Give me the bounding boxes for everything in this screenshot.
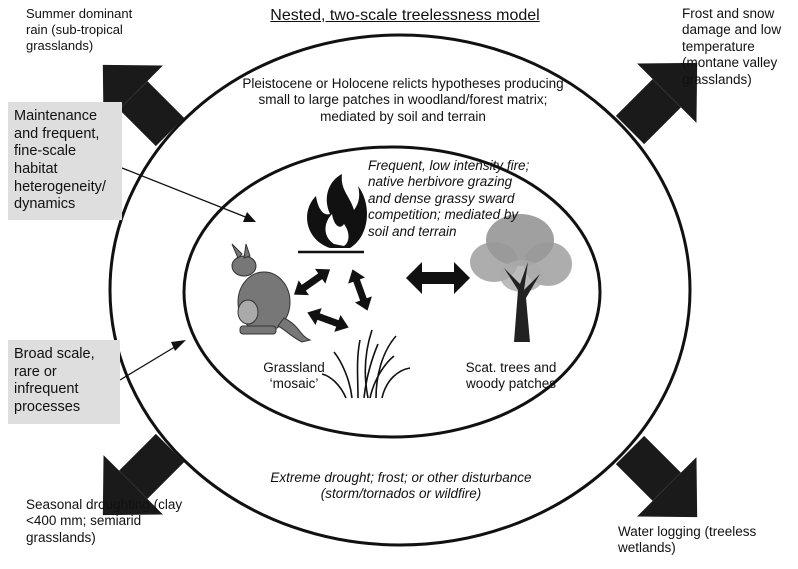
label-scattered-trees: Scat. trees and woody patches [465, 360, 557, 392]
label-frost-snow: Frost and snow damage and low temperatur… [682, 6, 782, 87]
inner-processes-text: Frequent, low intensity fire; native her… [368, 158, 530, 239]
fire-icon [298, 174, 368, 254]
label-water-logging: Water logging (treeless wetlands) [618, 524, 757, 556]
arrow-bottom-left [102, 433, 185, 516]
diagram-title: Nested, two-scale treelessness model [270, 7, 540, 24]
arrow-bottom-right [615, 435, 698, 518]
pointer-broad [119, 344, 179, 381]
label-summer-rain: Summer dominant rain (sub-tropical grass… [26, 6, 133, 53]
outer-ring-bottom-text: Extreme drought; frost; or other disturb… [270, 470, 532, 502]
box-broad-scale: Broad scale, rare or infrequent processe… [8, 340, 120, 424]
kangaroo-icon [231, 243, 312, 343]
tree-icon [470, 214, 572, 342]
outer-ellipse [108, 33, 692, 547]
label-grassland-mosaic: Grassland ‘mosaic’ [263, 360, 325, 392]
pointer-fine-head [243, 212, 256, 222]
label-seasonal-droughting: Seasonal droughting (clay <400 mm; semia… [26, 497, 183, 545]
grass-icon [321, 329, 411, 399]
cycle-arrow-fire-kangaroo [293, 268, 331, 296]
arrow-top-right [615, 62, 698, 145]
cycle-arrow-fire-grass [348, 269, 372, 311]
inner-ellipse [182, 145, 602, 439]
pointer-broad-head [171, 340, 186, 351]
pointer-fine [121, 167, 249, 219]
outer-ring-top-text: Pleistocene or Holocene relicts hypothes… [242, 76, 564, 124]
cycle-arrow-trees [406, 262, 470, 294]
box-fine-scale: Maintenance and frequent, fine-scale hab… [8, 102, 122, 220]
cycle-arrow-kangaroo-grass [307, 308, 349, 332]
